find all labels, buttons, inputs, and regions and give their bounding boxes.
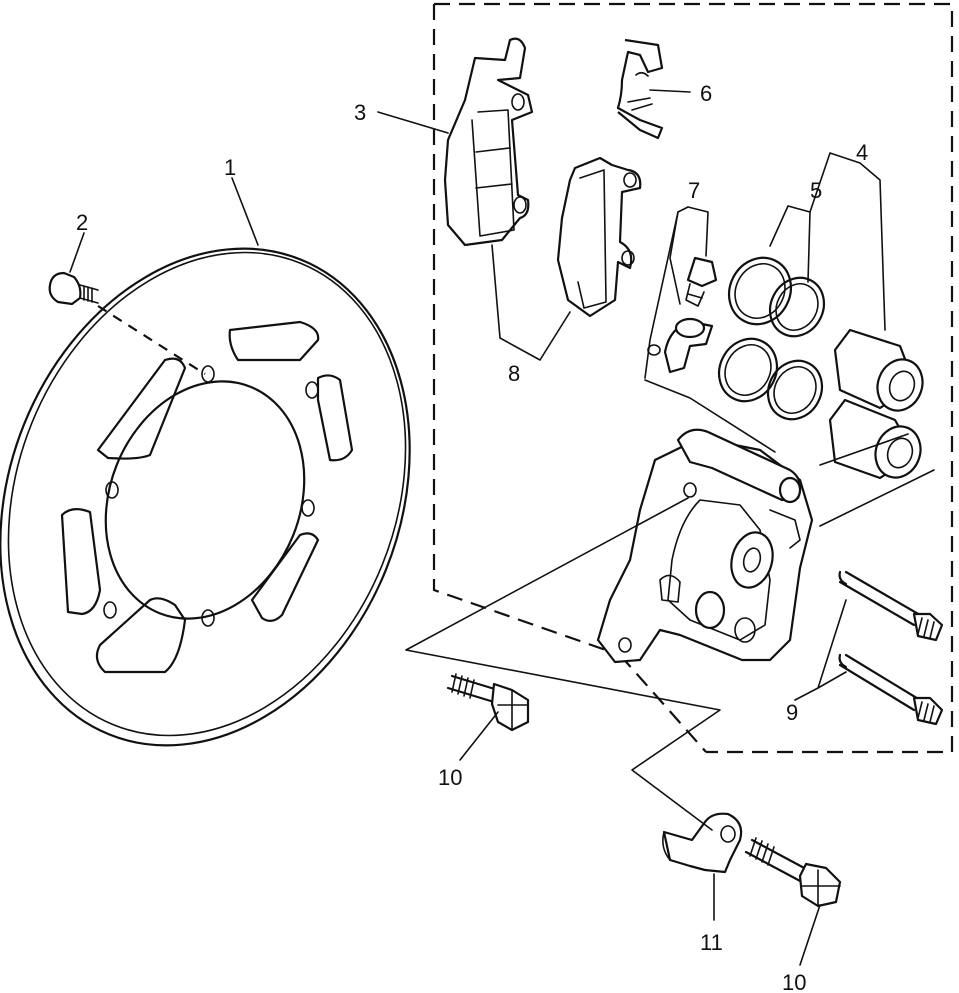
bleed-screw[interactable] (685, 256, 718, 307)
assembly-boundary (432, 2, 954, 754)
caliper-body[interactable] (596, 428, 814, 664)
leader-lines (69, 89, 935, 966)
pad-pins[interactable] (838, 570, 944, 726)
pistons[interactable] (828, 328, 930, 484)
callout-disc: 1 (224, 155, 236, 180)
callout-piston-kit: 4 (856, 140, 868, 165)
callout-pad-set: 3 (354, 100, 366, 125)
brake-pad-inner[interactable] (556, 156, 642, 318)
callout-pad-pins: 9 (786, 700, 798, 725)
caliper-bracket[interactable] (662, 812, 743, 874)
callout-pads: 8 (508, 361, 520, 386)
piston-seals[interactable] (708, 247, 834, 429)
callout-bleed-screw: 7 (688, 178, 700, 203)
callout-disc-screw: 2 (76, 210, 88, 235)
callout-bolt-left: 10 (438, 765, 462, 790)
brake-pad-outer[interactable] (443, 37, 534, 247)
callout-seal-kit: 5 (810, 178, 822, 203)
brake-disc[interactable] (0, 187, 482, 808)
disc-screw[interactable] (48, 271, 206, 375)
pad-spring[interactable] (616, 38, 664, 140)
callout-bolt-bottom: 10 (782, 970, 806, 993)
bleed-cap[interactable] (647, 317, 714, 374)
callout-pad-spring: 6 (700, 81, 712, 106)
mount-bolt-left[interactable] (446, 673, 530, 732)
mount-bolt-bottom[interactable] (744, 837, 842, 908)
callout-bracket: 11 (700, 930, 723, 955)
